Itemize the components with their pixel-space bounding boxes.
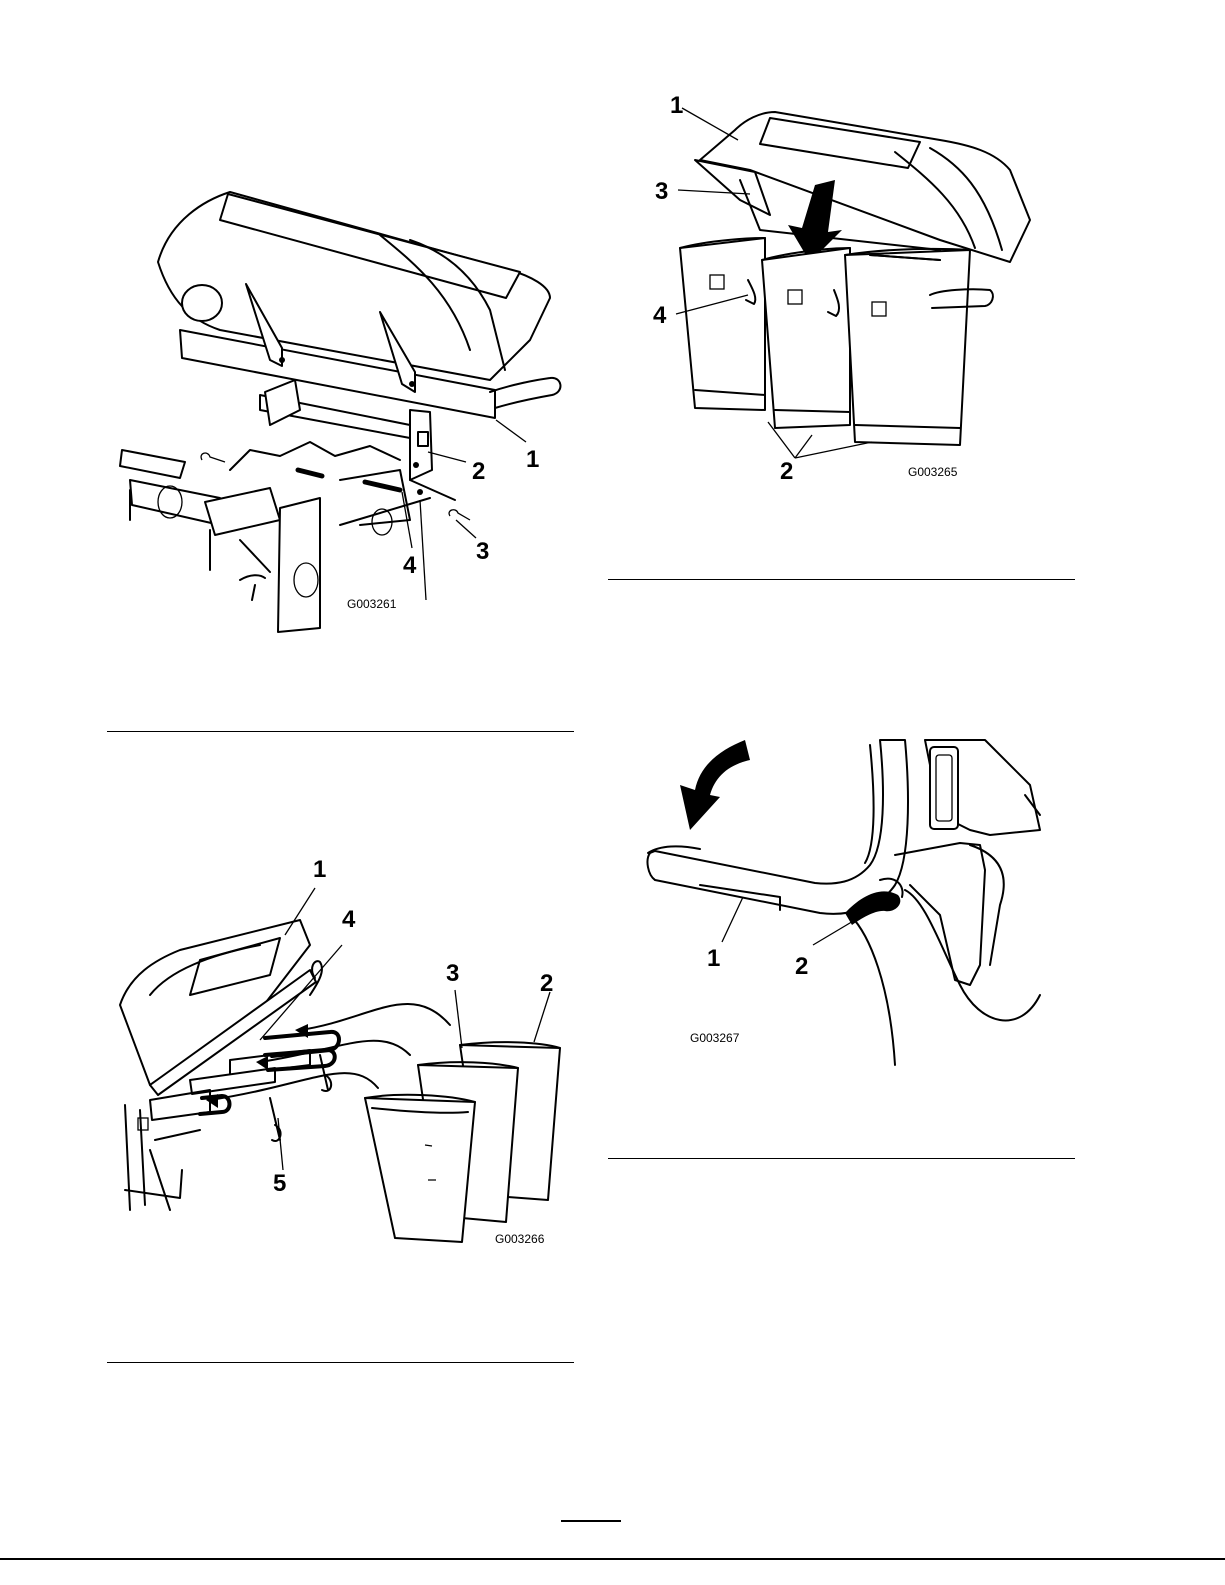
figure-id: G003267 [690, 1032, 739, 1044]
figure-basket-installation: 1 4 3 2 5 G003266 [110, 850, 570, 1250]
page-number-underline [561, 1520, 621, 1522]
callout-2: 2 [795, 955, 808, 979]
callout-3: 3 [476, 540, 489, 564]
callout-2: 2 [780, 460, 793, 484]
callout-1: 1 [526, 448, 539, 472]
baskets-leaders [640, 90, 1040, 490]
figure-hopper-lid-closed-over-baskets: 1 3 4 2 G003265 [640, 90, 1040, 490]
callout-4: 4 [403, 554, 416, 578]
page-bottom-border [0, 1558, 1225, 1560]
callout-1: 1 [670, 94, 683, 118]
callout-1: 1 [707, 947, 720, 971]
figure-id: G003265 [908, 466, 957, 478]
callout-3: 3 [446, 962, 459, 986]
figure-hopper-mounting: 1 2 3 4 G003261 [110, 180, 570, 640]
figure-handle-lowering: 1 2 G003267 [640, 735, 1050, 1075]
figure-divider [608, 579, 1075, 580]
callout-1: 1 [313, 858, 326, 882]
callout-2: 2 [540, 972, 553, 996]
figure-divider [107, 1362, 574, 1363]
figure-divider [107, 731, 574, 732]
hopper-mounting-leaders [110, 180, 570, 640]
figure-divider [608, 1158, 1075, 1159]
handle-lowering-leaders [640, 735, 1050, 1075]
basket-installation-leaders [110, 850, 570, 1250]
callout-2: 2 [472, 460, 485, 484]
figure-id: G003261 [347, 598, 396, 610]
callout-3: 3 [655, 180, 668, 204]
figure-id: G003266 [495, 1233, 544, 1245]
callout-4: 4 [342, 908, 355, 932]
callout-4: 4 [653, 304, 666, 328]
callout-5: 5 [273, 1172, 286, 1196]
